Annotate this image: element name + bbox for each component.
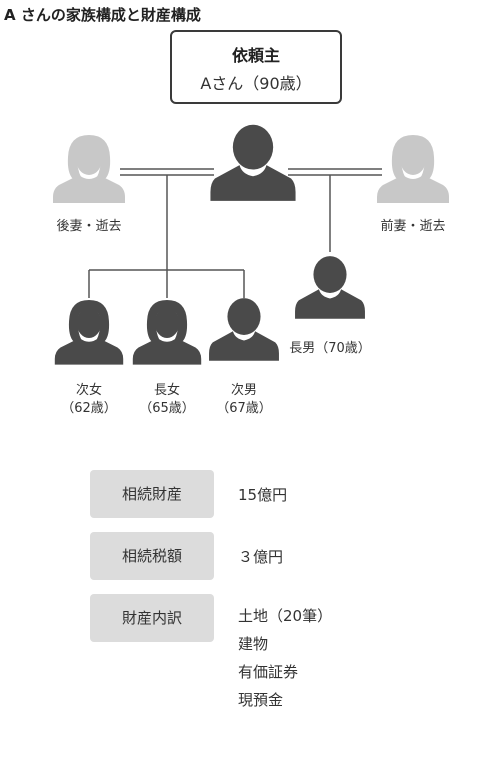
tax-label: 相続税額 xyxy=(90,532,214,580)
eldest-son-label: 長男（70歳） xyxy=(289,341,371,356)
second-son-icon xyxy=(209,298,279,361)
second-wife-icon xyxy=(53,135,125,203)
second-daughter-label: 次女 （62歳） xyxy=(54,382,124,418)
connector-lines xyxy=(88,168,382,298)
first-wife-icon xyxy=(377,135,449,203)
first-wife-label: 前妻・逝去 xyxy=(380,219,446,234)
breakdown-label: 財産内訳 xyxy=(90,594,214,642)
inheritance-label: 相続財産 xyxy=(90,470,214,518)
eldest-son-icon xyxy=(295,256,365,319)
second-son-age: （67歳） xyxy=(216,401,272,416)
tax-value: ３億円 xyxy=(238,548,284,566)
second-son-rel: 次男 xyxy=(230,383,257,398)
breakdown-list: 土地（20筆） 建物 有価証券 現預金 xyxy=(238,602,332,714)
eldest-daughter-icon xyxy=(132,300,202,365)
second-son-label: 次男 （67歳） xyxy=(209,382,279,418)
inheritance-value: 15億円 xyxy=(238,486,288,504)
second-daughter-icon xyxy=(54,300,124,365)
eldest-daughter-age: （65歳） xyxy=(139,401,195,416)
second-daughter-rel: 次女 xyxy=(75,383,102,398)
client-box: 依頼主 Aさん（90歳） xyxy=(170,30,342,104)
father-icon xyxy=(210,124,296,201)
breakdown-item: 建物 xyxy=(238,635,269,653)
client-name: Aさん（90歳） xyxy=(200,74,312,93)
page-title: A さんの家族構成と財産構成 xyxy=(4,6,201,24)
second-daughter-age: （62歳） xyxy=(61,401,117,416)
second-wife-label: 後妻・逝去 xyxy=(56,219,122,234)
breakdown-item: 土地（20筆） xyxy=(238,607,333,625)
eldest-daughter-rel: 長女 xyxy=(153,383,180,398)
client-role: 依頼主 xyxy=(231,46,280,65)
eldest-daughter-label: 長女 （65歳） xyxy=(132,382,202,418)
breakdown-item: 現預金 xyxy=(238,691,284,709)
breakdown-item: 有価証券 xyxy=(238,663,299,681)
